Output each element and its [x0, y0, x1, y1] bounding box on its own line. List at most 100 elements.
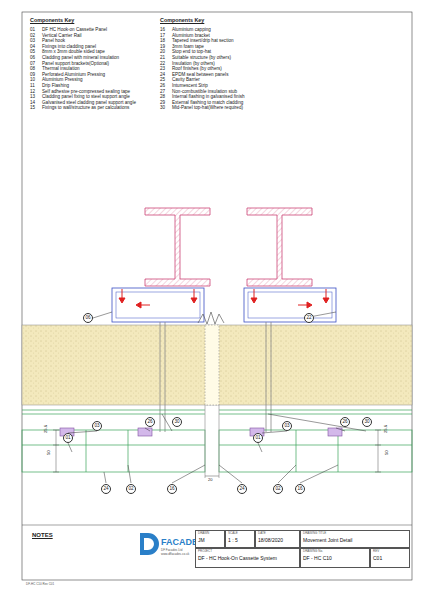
key-description: Galvanised steel cladding panel support … [42, 101, 136, 106]
dimension: 50 [385, 450, 389, 455]
key-description: Mid-Panel top-hat(Where required) [172, 106, 243, 111]
callout-circle: 03 [92, 421, 102, 431]
key-number: 28 [160, 95, 165, 100]
key-description: Internal flashing in galvanised finish [172, 95, 245, 100]
callout-number: 30 [364, 420, 369, 425]
callout-number: 24 [239, 487, 244, 492]
fixing-rods [160, 322, 271, 432]
key-number: 08 [30, 67, 35, 72]
key-description: EPDM seal between panels [172, 73, 228, 78]
key-description: Perforated Aluminium Pressing [42, 73, 105, 78]
key-description: Aluminium bracket [172, 34, 210, 39]
callout-circle: 30 [362, 417, 372, 427]
key-description: 3mm foam tape [172, 45, 204, 50]
callout-circle: 22 [304, 313, 314, 323]
title-block-rule [22, 525, 412, 526]
field-label: PROJECT [198, 550, 297, 553]
callout-circle: 01 [63, 433, 73, 443]
callout-number: 24 [103, 487, 108, 492]
title-block-cell: SCALE1 : 5 [225, 530, 255, 548]
field-label: SCALE [228, 532, 252, 535]
key-number: 24 [160, 73, 165, 78]
key-description: Thermal insulation [42, 67, 80, 72]
key-number: 25 [160, 78, 165, 83]
key-number: 11 [30, 84, 35, 89]
key-number: 01 [30, 28, 35, 33]
title-block-cell: DATE18/08/2020 [255, 530, 300, 548]
field-label: REV [373, 550, 407, 553]
title-block-cell: DRAWING TITLEMovement Joint Detail [300, 530, 410, 548]
key-number: 02 [30, 34, 35, 39]
title-block-cell: PROJECTDF - HC Hook-On Cassette System [195, 548, 300, 568]
key-number: 17 [160, 34, 165, 39]
key-number: 23 [160, 67, 165, 72]
key-number: 09 [30, 73, 35, 78]
dimension-lines [53, 430, 381, 476]
panel-hooks [60, 428, 342, 436]
key-number: 14 [30, 101, 35, 106]
sheet-frame [22, 12, 412, 580]
key-number: 30 [160, 106, 165, 111]
key-description: Suitable structure (by others) [172, 56, 231, 61]
callout-number: 06 [85, 316, 90, 321]
file-reference: DF-HC C10 Rev C01 [26, 583, 54, 586]
key-description: Fixings into cladding panel [42, 45, 96, 50]
callout-number: 03 [94, 424, 99, 429]
callout-circle: 01 [253, 433, 263, 443]
callout-circle: 06 [83, 313, 93, 323]
key-description: Vertical Carrier Rail [42, 34, 82, 39]
title-block-cell: REV C01 [370, 548, 410, 568]
title-block-cell: DRAWN JM [195, 530, 225, 548]
key-description: Cladding panel fixing to steel support a… [42, 95, 130, 100]
callout-circle: 24 [101, 484, 111, 494]
fixing-arrows [119, 289, 329, 308]
field-label: DRAWN [198, 532, 222, 535]
joint-seal [198, 312, 224, 324]
cassette-panels [22, 405, 412, 478]
key-description: Stop end to top-hat [172, 50, 211, 55]
callout-number: 03 [284, 424, 289, 429]
key-number: 07 [30, 62, 35, 67]
callout-number: 01 [65, 436, 70, 441]
key-description: Non-combustible insulation stub [172, 90, 237, 95]
field-value: DF - HC C10 [303, 555, 367, 562]
callout-number: 01 [255, 436, 260, 441]
key-number: 29 [160, 101, 165, 106]
key-heading: Components Key [30, 18, 74, 23]
key-description: Tapered insert/drip hat section [172, 39, 234, 44]
key-description: Drip Flashing [42, 84, 69, 89]
callout-number: 02 [128, 487, 133, 492]
key-description: DF HC Hook-on Cassette Panel [42, 28, 107, 33]
dimension: 50 [47, 450, 51, 455]
key-description: Panel support brackets(Optional) [42, 62, 109, 67]
key-number: 16 [160, 28, 165, 33]
company-address: www.dffacades.co.uk [161, 553, 189, 556]
key-description: External flashing to match cladding [172, 101, 243, 106]
key-description: Aluminium Pressing [42, 78, 83, 83]
callout-circle: 02 [273, 484, 283, 494]
callout-circle: 16 [167, 484, 177, 494]
key-number: 05 [30, 50, 35, 55]
callout-circle: 02 [126, 484, 136, 494]
callout-circle: 26 [340, 417, 350, 427]
dimension: 25.6 [44, 425, 48, 433]
support-brackets [112, 288, 336, 322]
field-label: DRAWING TITLE [303, 532, 407, 535]
key-description: Insulation (by others) [172, 62, 215, 67]
logo-mark [140, 533, 159, 555]
field-value: JM [198, 537, 222, 544]
company-address: DF Facades Ltd [161, 549, 182, 552]
key-number: 20 [160, 50, 165, 55]
key-heading: Components Key [160, 18, 204, 23]
callout-circle: 16 [295, 484, 305, 494]
key-number: 03 [30, 39, 35, 44]
key-number: 13 [30, 95, 35, 100]
callout-number: 22 [306, 316, 311, 321]
key-number: 04 [30, 45, 35, 50]
field-value: C01 [373, 555, 407, 562]
callout-number: 16 [297, 487, 302, 492]
callout-number: 02 [275, 487, 280, 492]
notes-heading: NOTES [32, 532, 53, 538]
callout-number: 30 [174, 420, 179, 425]
